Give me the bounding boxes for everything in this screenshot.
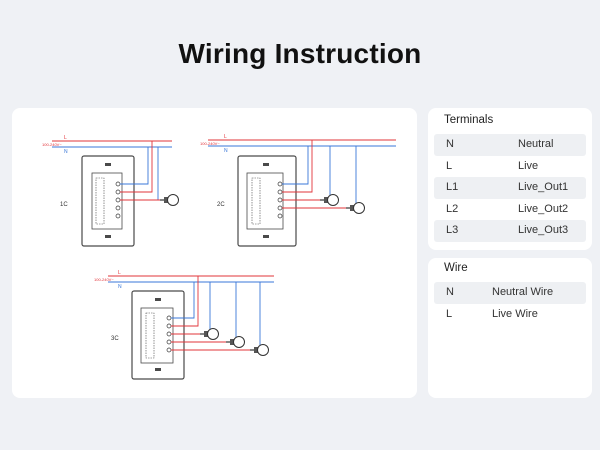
diagram-2c: L 100-240V~ N 2C: [200, 134, 396, 247]
bulb-icon-2c-1: [319, 193, 340, 207]
wire-key: N: [446, 286, 454, 298]
wire-key: L: [446, 307, 453, 320]
diagram-2c-voltage-label: 100-240V~: [200, 141, 220, 146]
diagram-1c: L 100-240V~ N 1C: [42, 135, 180, 247]
table-row: N Neutral: [434, 134, 586, 156]
table-row: L Live Wire: [434, 304, 586, 326]
table-row: L Live: [434, 156, 586, 178]
terminal-value: Live_Out3: [518, 224, 569, 236]
diagram-1c-voltage-label: 100-240V~: [42, 142, 62, 147]
wire-heading: Wire: [444, 262, 468, 274]
diagram-3c-mode-label: 3C: [111, 336, 119, 342]
wire-panel: Wire N Neutral Wire L Live Wire: [428, 258, 592, 398]
terminal-key: L1: [446, 181, 459, 193]
table-row: L1 Live_Out1: [434, 177, 586, 199]
wiring-diagram-panel: L 100-240V~ N 1C L: [12, 108, 417, 398]
wire-value: Neutral Wire: [492, 286, 554, 298]
diagram-3c-voltage-label: 100-240V~: [94, 277, 114, 282]
terminal-key: L3: [446, 224, 459, 236]
wire-table: N Neutral Wire L Live Wire: [434, 282, 586, 325]
diagram-1c-l-label: L: [64, 135, 67, 141]
diagram-3c-n-label: N: [118, 284, 122, 290]
terminal-value: Live_Out2: [518, 202, 569, 215]
terminal-value: Live_Out1: [518, 181, 569, 193]
diagram-2c-l-label: L: [224, 134, 227, 140]
diagram-1c-n-label: N: [64, 149, 68, 155]
bulb-icon-1c: [159, 193, 180, 207]
terminal-value: Live: [518, 159, 539, 172]
wiring-diagrams-svg: L 100-240V~ N 1C L: [42, 134, 396, 380]
diagram-2c-mode-label: 2C: [217, 202, 225, 208]
bulb-icon-2c-2: [345, 201, 366, 215]
diagram-3c: L 100-240V~ N 3C: [94, 270, 274, 380]
terminal-key: L: [446, 159, 453, 172]
bulb-icon-3c-3: [249, 343, 270, 357]
bulb-icon-3c-2: [225, 335, 246, 349]
terminals-table: N Neutral L Live L1 Live_Out1 L2 Live_Ou…: [434, 134, 586, 242]
terminal-key: N: [446, 138, 454, 150]
terminal-key: L2: [446, 202, 459, 215]
diagram-3c-l-label: L: [118, 270, 121, 276]
terminals-heading: Terminals: [444, 114, 494, 126]
wire-value: Live Wire: [492, 307, 538, 320]
table-row: N Neutral Wire: [434, 282, 586, 304]
table-row: L3 Live_Out3: [434, 220, 586, 242]
diagram-2c-n-label: N: [224, 148, 228, 154]
page-title: Wiring Instruction: [178, 38, 422, 69]
bulb-icon-3c-1: [199, 327, 220, 341]
terminal-value: Neutral: [518, 138, 554, 150]
terminals-panel: Terminals N Neutral L Live L1 Live_Out1 …: [428, 108, 592, 250]
table-row: L2 Live_Out2: [434, 199, 586, 221]
diagram-1c-mode-label: 1C: [60, 202, 68, 208]
